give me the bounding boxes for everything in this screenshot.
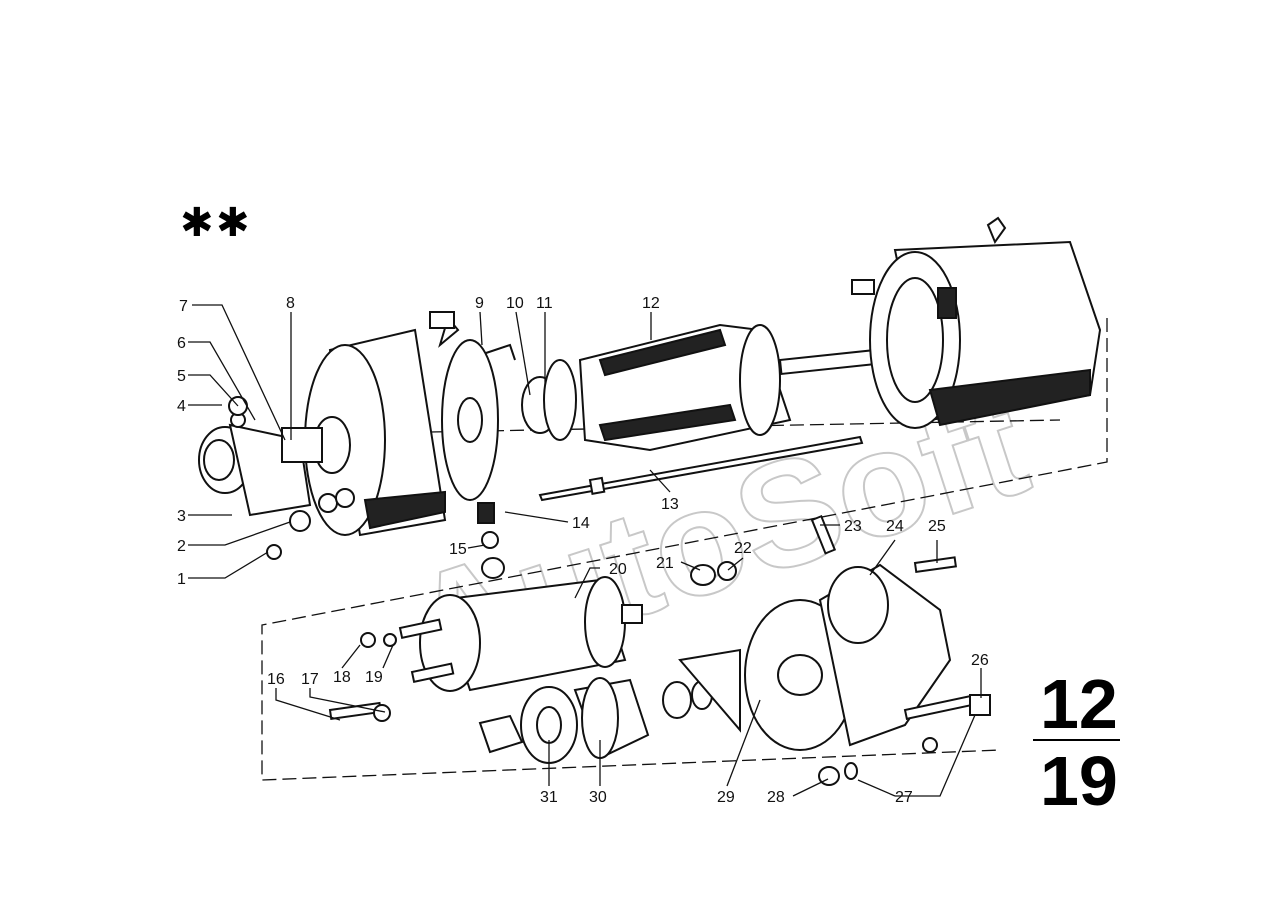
solenoid-switch [328,576,643,722]
callout-30: 30 [589,789,607,806]
armature [521,323,892,452]
callout-17: 17 [301,671,319,688]
callout-24: 24 [886,518,904,535]
callout-27: 27 [895,789,913,806]
page-ref-group: 12 [1040,665,1118,743]
page-ref-page: 19 [1040,742,1118,820]
callout-19: 19 [365,669,383,686]
page-reference: 12 19 [1033,665,1120,820]
marker-star-2: ✱ [216,200,250,246]
through-bolt [538,435,864,502]
callout-31: 31 [540,789,558,806]
shift-fork-and-drive-housing [662,514,991,786]
callout-8: 8 [286,295,295,312]
callout-14: 14 [572,515,590,532]
callout-12: 12 [642,295,660,312]
commutator-end-housing [281,328,447,537]
callout-16: 16 [267,671,285,688]
callout-leaders [188,304,982,797]
callout-22: 22 [734,540,752,557]
callout-20: 20 [609,561,627,578]
callout-28: 28 [767,789,785,806]
callout-29: 29 [717,789,735,806]
callout-11: 11 [536,295,553,312]
callout-15: 15 [449,541,467,558]
callout-6: 6 [177,335,186,352]
callout-13: 13 [661,496,679,513]
callout-18: 18 [333,669,351,686]
callout-5: 5 [177,368,186,385]
callout-7: 7 [179,298,188,315]
pole-housing [851,216,1102,429]
callout-1: 1 [177,571,186,588]
callout-labels: 1 2 3 4 5 6 7 8 9 10 11 12 13 14 15 16 1… [177,295,989,806]
callout-10: 10 [506,295,524,312]
callout-26: 26 [971,652,989,669]
callout-4: 4 [177,398,186,415]
drive-pinion [478,677,650,764]
callout-9: 9 [475,295,484,312]
callout-25: 25 [928,518,946,535]
marker-star-1: ✱ [180,200,214,246]
callout-21: 21 [656,555,674,572]
brush-holder-plate [429,311,516,579]
callout-2: 2 [177,538,186,555]
callout-3: 3 [177,508,186,525]
callout-23: 23 [844,518,862,535]
